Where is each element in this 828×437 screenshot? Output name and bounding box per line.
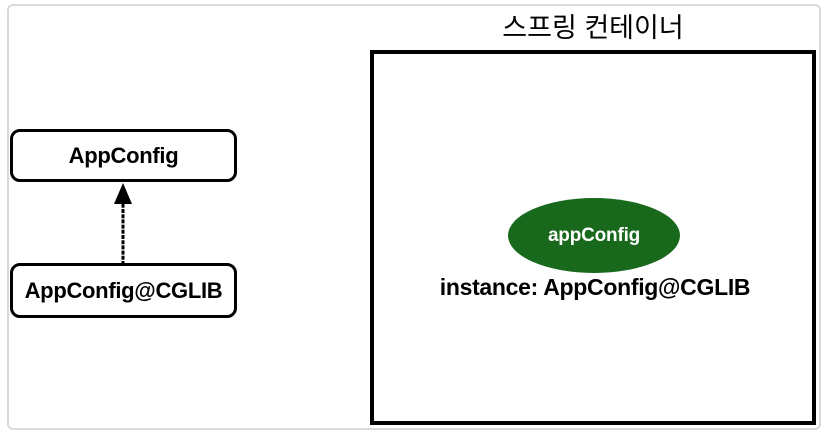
up-arrow-icon: [114, 183, 132, 265]
instance-label: instance: AppConfig@CGLIB: [439, 274, 751, 300]
bean-name-label: appConfig: [547, 224, 641, 246]
bean-ellipse: appConfig: [508, 198, 680, 273]
spring-container-title: 스프링 컨테이너: [502, 13, 684, 43]
cglib-class-box: AppConfig@CGLIB: [10, 263, 237, 318]
appconfig-class-box: AppConfig: [10, 129, 237, 182]
cglib-class-label: AppConfig@CGLIB: [24, 277, 223, 303]
appconfig-class-label: AppConfig: [68, 142, 179, 168]
